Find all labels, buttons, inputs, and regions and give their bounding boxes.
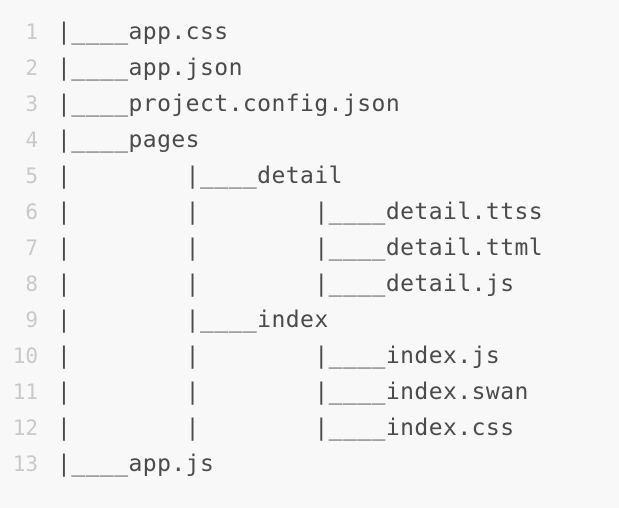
code-line: 2 |____app.json — [0, 50, 619, 86]
line-number: 7 — [25, 236, 38, 260]
line-content: | | |____detail.ttml — [57, 235, 544, 261]
code-line: 3 |____project.config.json — [0, 86, 619, 122]
code-line: 13 |____app.js — [0, 446, 619, 482]
line-content: | |____detail — [57, 163, 343, 189]
line-number: 6 — [25, 200, 38, 224]
line-content: | | |____index.css — [57, 415, 515, 441]
code-line: 11 | | |____index.swan — [0, 374, 619, 410]
code-line: 1 |____app.css — [0, 14, 619, 50]
line-content: |____app.js — [57, 451, 215, 477]
code-line: 4 |____pages — [0, 122, 619, 158]
line-content: | | |____index.swan — [57, 379, 529, 405]
line-number: 11 — [12, 380, 38, 404]
line-number: 12 — [12, 416, 38, 440]
code-line: 8 | | |____detail.js — [0, 266, 619, 302]
line-content: |____app.json — [57, 55, 243, 81]
code-line: 6 | | |____detail.ttss — [0, 194, 619, 230]
code-line: 7 | | |____detail.ttml — [0, 230, 619, 266]
code-line: 5 | |____detail — [0, 158, 619, 194]
line-number: 3 — [25, 92, 38, 116]
line-content: |____pages — [57, 127, 200, 153]
line-number: 13 — [12, 452, 38, 476]
line-content: | | |____detail.ttss — [57, 199, 544, 225]
line-number: 4 — [25, 128, 38, 152]
code-line: 12 | | |____index.css — [0, 410, 619, 446]
line-content: |____project.config.json — [57, 91, 401, 117]
code-line: 10 | | |____index.js — [0, 338, 619, 374]
line-number: 10 — [12, 344, 38, 368]
line-content: | | |____index.js — [57, 343, 501, 369]
line-number: 1 — [25, 20, 38, 44]
line-content: | | |____detail.js — [57, 271, 515, 297]
code-line: 9 | |____index — [0, 302, 619, 338]
line-number: 9 — [25, 308, 38, 332]
line-content: |____app.css — [57, 19, 229, 45]
line-number: 2 — [25, 56, 38, 80]
line-content: | |____index — [57, 307, 329, 333]
line-number: 5 — [25, 164, 38, 188]
line-number: 8 — [25, 272, 38, 296]
